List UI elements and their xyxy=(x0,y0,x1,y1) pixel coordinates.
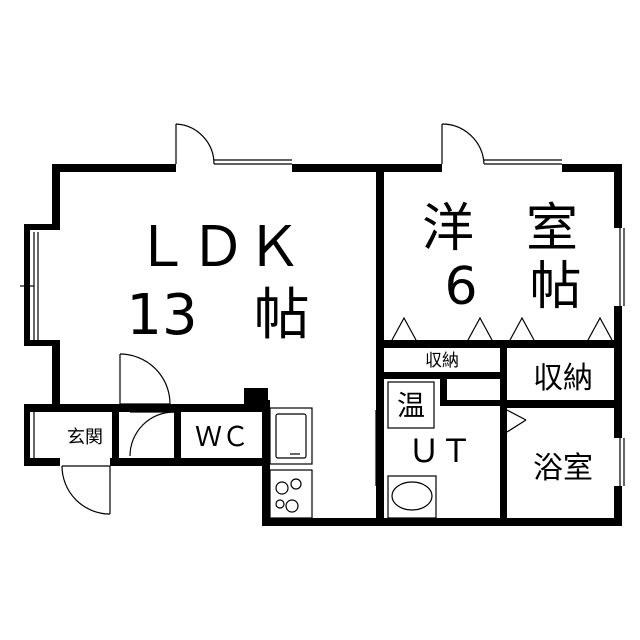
window-top-ldk xyxy=(214,159,292,165)
closet-doors xyxy=(391,316,613,341)
door-ldk-top[interactable] xyxy=(175,123,215,165)
door-front[interactable] xyxy=(61,465,111,515)
window-right-western xyxy=(619,228,625,306)
wall-ldk-lower-right xyxy=(244,388,268,404)
water-heater-label: 温 xyxy=(397,389,425,422)
wall-right-lower xyxy=(614,486,622,526)
bath-label: 浴室 xyxy=(533,451,593,486)
kitchen-stove xyxy=(269,469,313,519)
western-size: 6 帖 xyxy=(444,257,581,317)
wall-right-upper xyxy=(614,164,622,228)
wall-bottom xyxy=(262,518,622,526)
wall-left-lower xyxy=(52,344,60,410)
interior-walls xyxy=(376,172,622,526)
wall-top-right xyxy=(562,164,622,172)
exterior-walls xyxy=(20,159,625,526)
window-right-bath xyxy=(619,438,625,486)
closet-small-label: 収納 xyxy=(425,351,459,371)
ldk-name: ＬＤＫ xyxy=(134,215,302,280)
door-ldk-entrance[interactable] xyxy=(119,353,171,405)
door-bath[interactable] xyxy=(506,409,527,433)
wall-top-left xyxy=(52,164,176,172)
western-name: 洋 室 xyxy=(422,199,578,259)
ldk-size: 13 帖 xyxy=(126,283,309,348)
closet-large-label: 収納 xyxy=(533,361,593,396)
door-utility[interactable] xyxy=(375,410,381,486)
entrance-label: 玄関 xyxy=(67,427,103,448)
water-heater-box xyxy=(387,381,435,429)
washbasin xyxy=(387,475,437,519)
utility-label: ＵＴ xyxy=(408,432,472,470)
entrance-wc-walls xyxy=(24,404,270,466)
window-top-western xyxy=(484,159,562,165)
wall-right-middle xyxy=(614,306,622,438)
window-left-bay xyxy=(20,224,60,346)
wc-label: ＷＣ xyxy=(195,422,249,453)
door-western-top[interactable] xyxy=(441,123,485,165)
door-wc[interactable] xyxy=(129,411,175,457)
wall-top-middle xyxy=(292,164,442,172)
kitchen-sink xyxy=(269,407,313,465)
wall-left-upper xyxy=(52,164,60,224)
